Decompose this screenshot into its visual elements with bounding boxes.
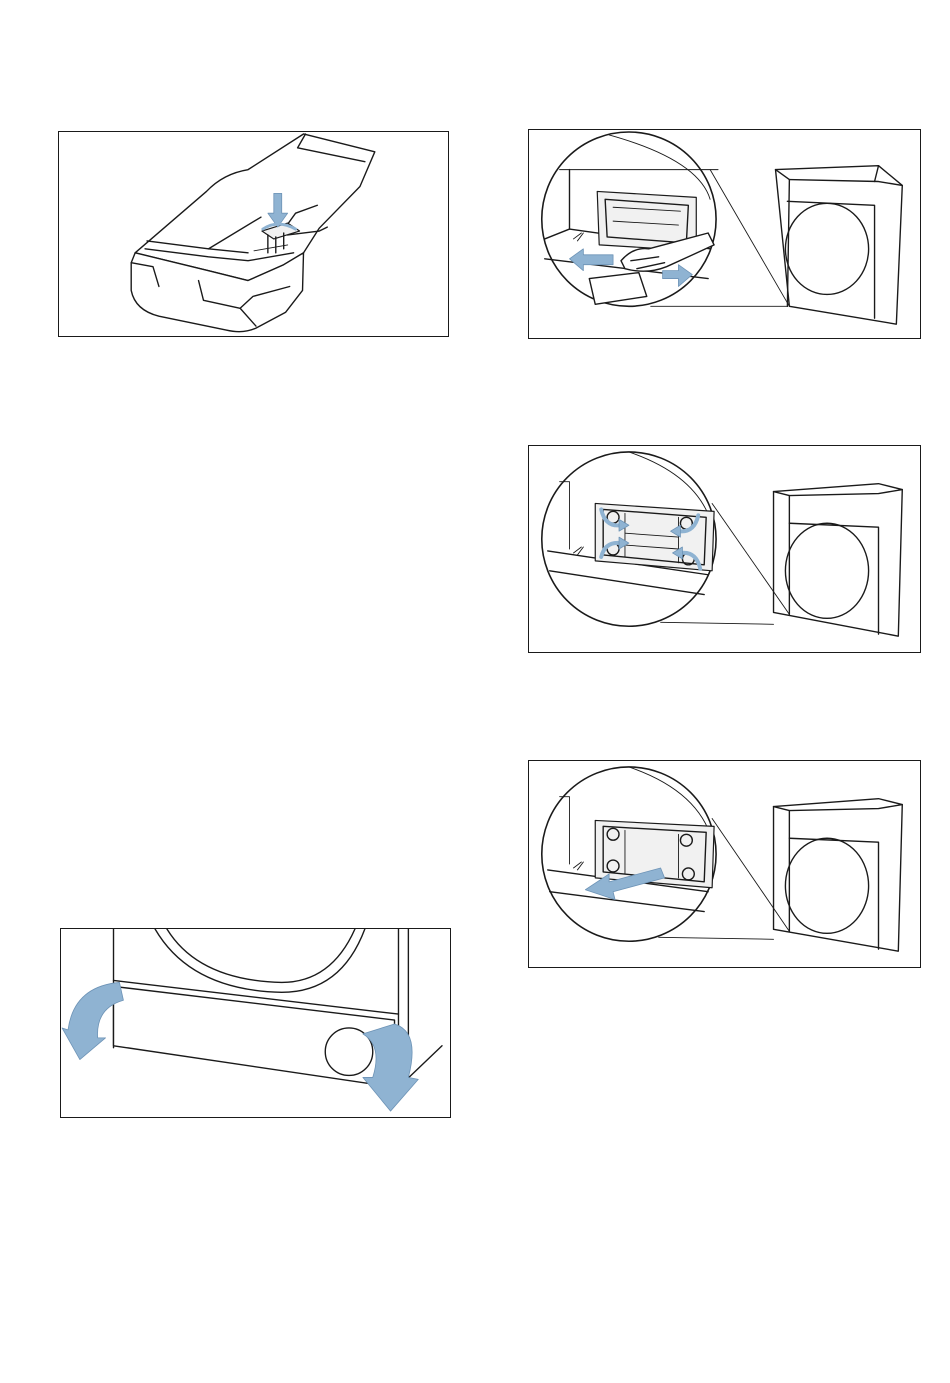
figure-water-container-release bbox=[58, 131, 449, 337]
filter-cover-levers-illustration bbox=[529, 446, 920, 652]
filter-cover-pull-illustration bbox=[529, 761, 920, 967]
water-container-drawer-illustration bbox=[59, 132, 448, 336]
maintenance-flap-magnified-illustration bbox=[529, 130, 920, 338]
figure-filter-cover-release bbox=[528, 445, 921, 653]
figure-maintenance-flap-pull-out bbox=[528, 129, 921, 339]
base-panel-fold-illustration bbox=[61, 929, 450, 1117]
figure-base-panel-fold-down bbox=[60, 928, 451, 1118]
figure-filter-cover-remove bbox=[528, 760, 921, 968]
